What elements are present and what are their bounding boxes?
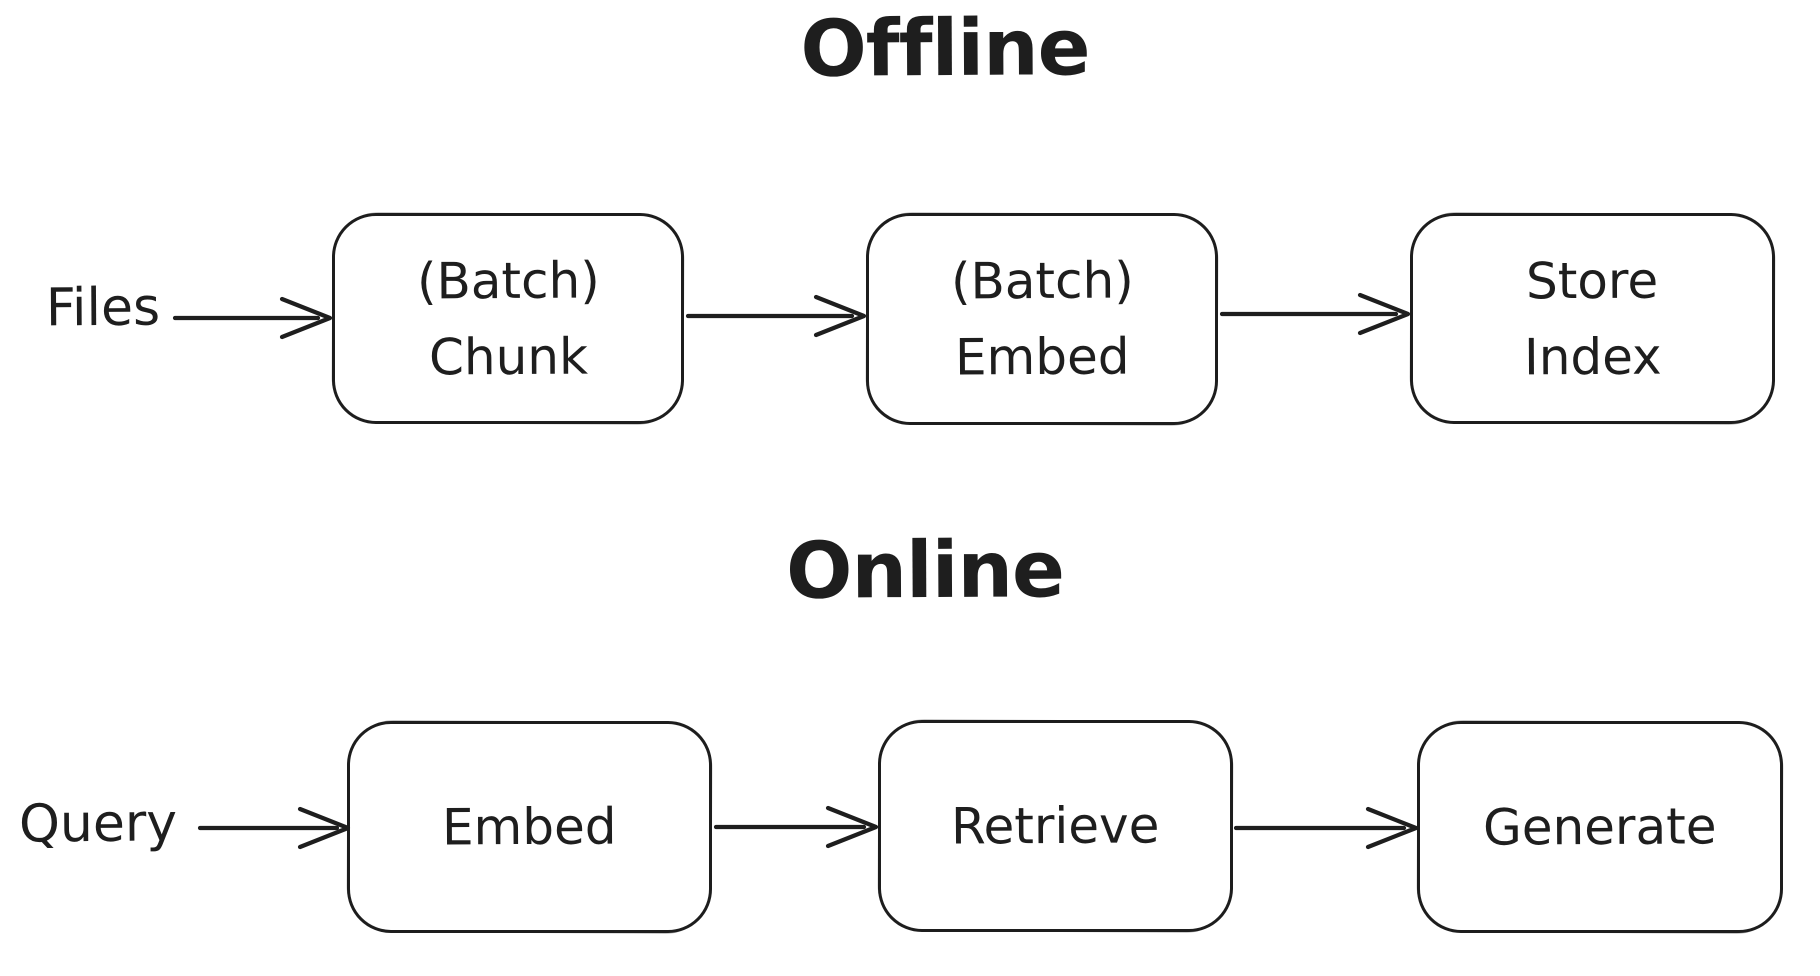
arrow-chunk-to-batch-embed bbox=[685, 294, 867, 338]
node-batch-embed-line2: Embed bbox=[954, 327, 1130, 387]
node-embed: Embed bbox=[347, 721, 712, 933]
arrow-embed-to-retrieve bbox=[713, 805, 879, 849]
node-generate: Generate bbox=[1417, 721, 1783, 933]
node-batch-embed-line1: (Batch) bbox=[950, 251, 1134, 311]
node-batch-embed: (Batch) Embed bbox=[866, 213, 1218, 425]
arrow-files-to-chunk bbox=[172, 296, 333, 340]
node-batch-chunk: (Batch) Chunk bbox=[332, 213, 684, 424]
query-input-label: Query bbox=[18, 793, 178, 855]
node-retrieve-label: Retrieve bbox=[951, 796, 1160, 856]
arrow-query-to-embed bbox=[197, 806, 351, 850]
online-section-title: Online bbox=[785, 525, 1065, 617]
node-store-index-line1: Store bbox=[1526, 251, 1659, 310]
node-store-index-line2: Index bbox=[1523, 327, 1662, 386]
node-generate-label: Generate bbox=[1483, 797, 1717, 857]
node-store-index: Store Index bbox=[1410, 213, 1775, 424]
offline-section-title: Offline bbox=[800, 3, 1090, 95]
files-input-label: Files bbox=[45, 277, 161, 339]
node-embed-label: Embed bbox=[442, 797, 617, 857]
node-batch-chunk-line2: Chunk bbox=[428, 327, 588, 386]
arrow-retrieve-to-generate bbox=[1233, 806, 1419, 850]
node-retrieve: Retrieve bbox=[878, 720, 1233, 932]
node-batch-chunk-line1: (Batch) bbox=[416, 251, 600, 310]
arrow-batch-embed-to-store-index bbox=[1219, 292, 1411, 336]
